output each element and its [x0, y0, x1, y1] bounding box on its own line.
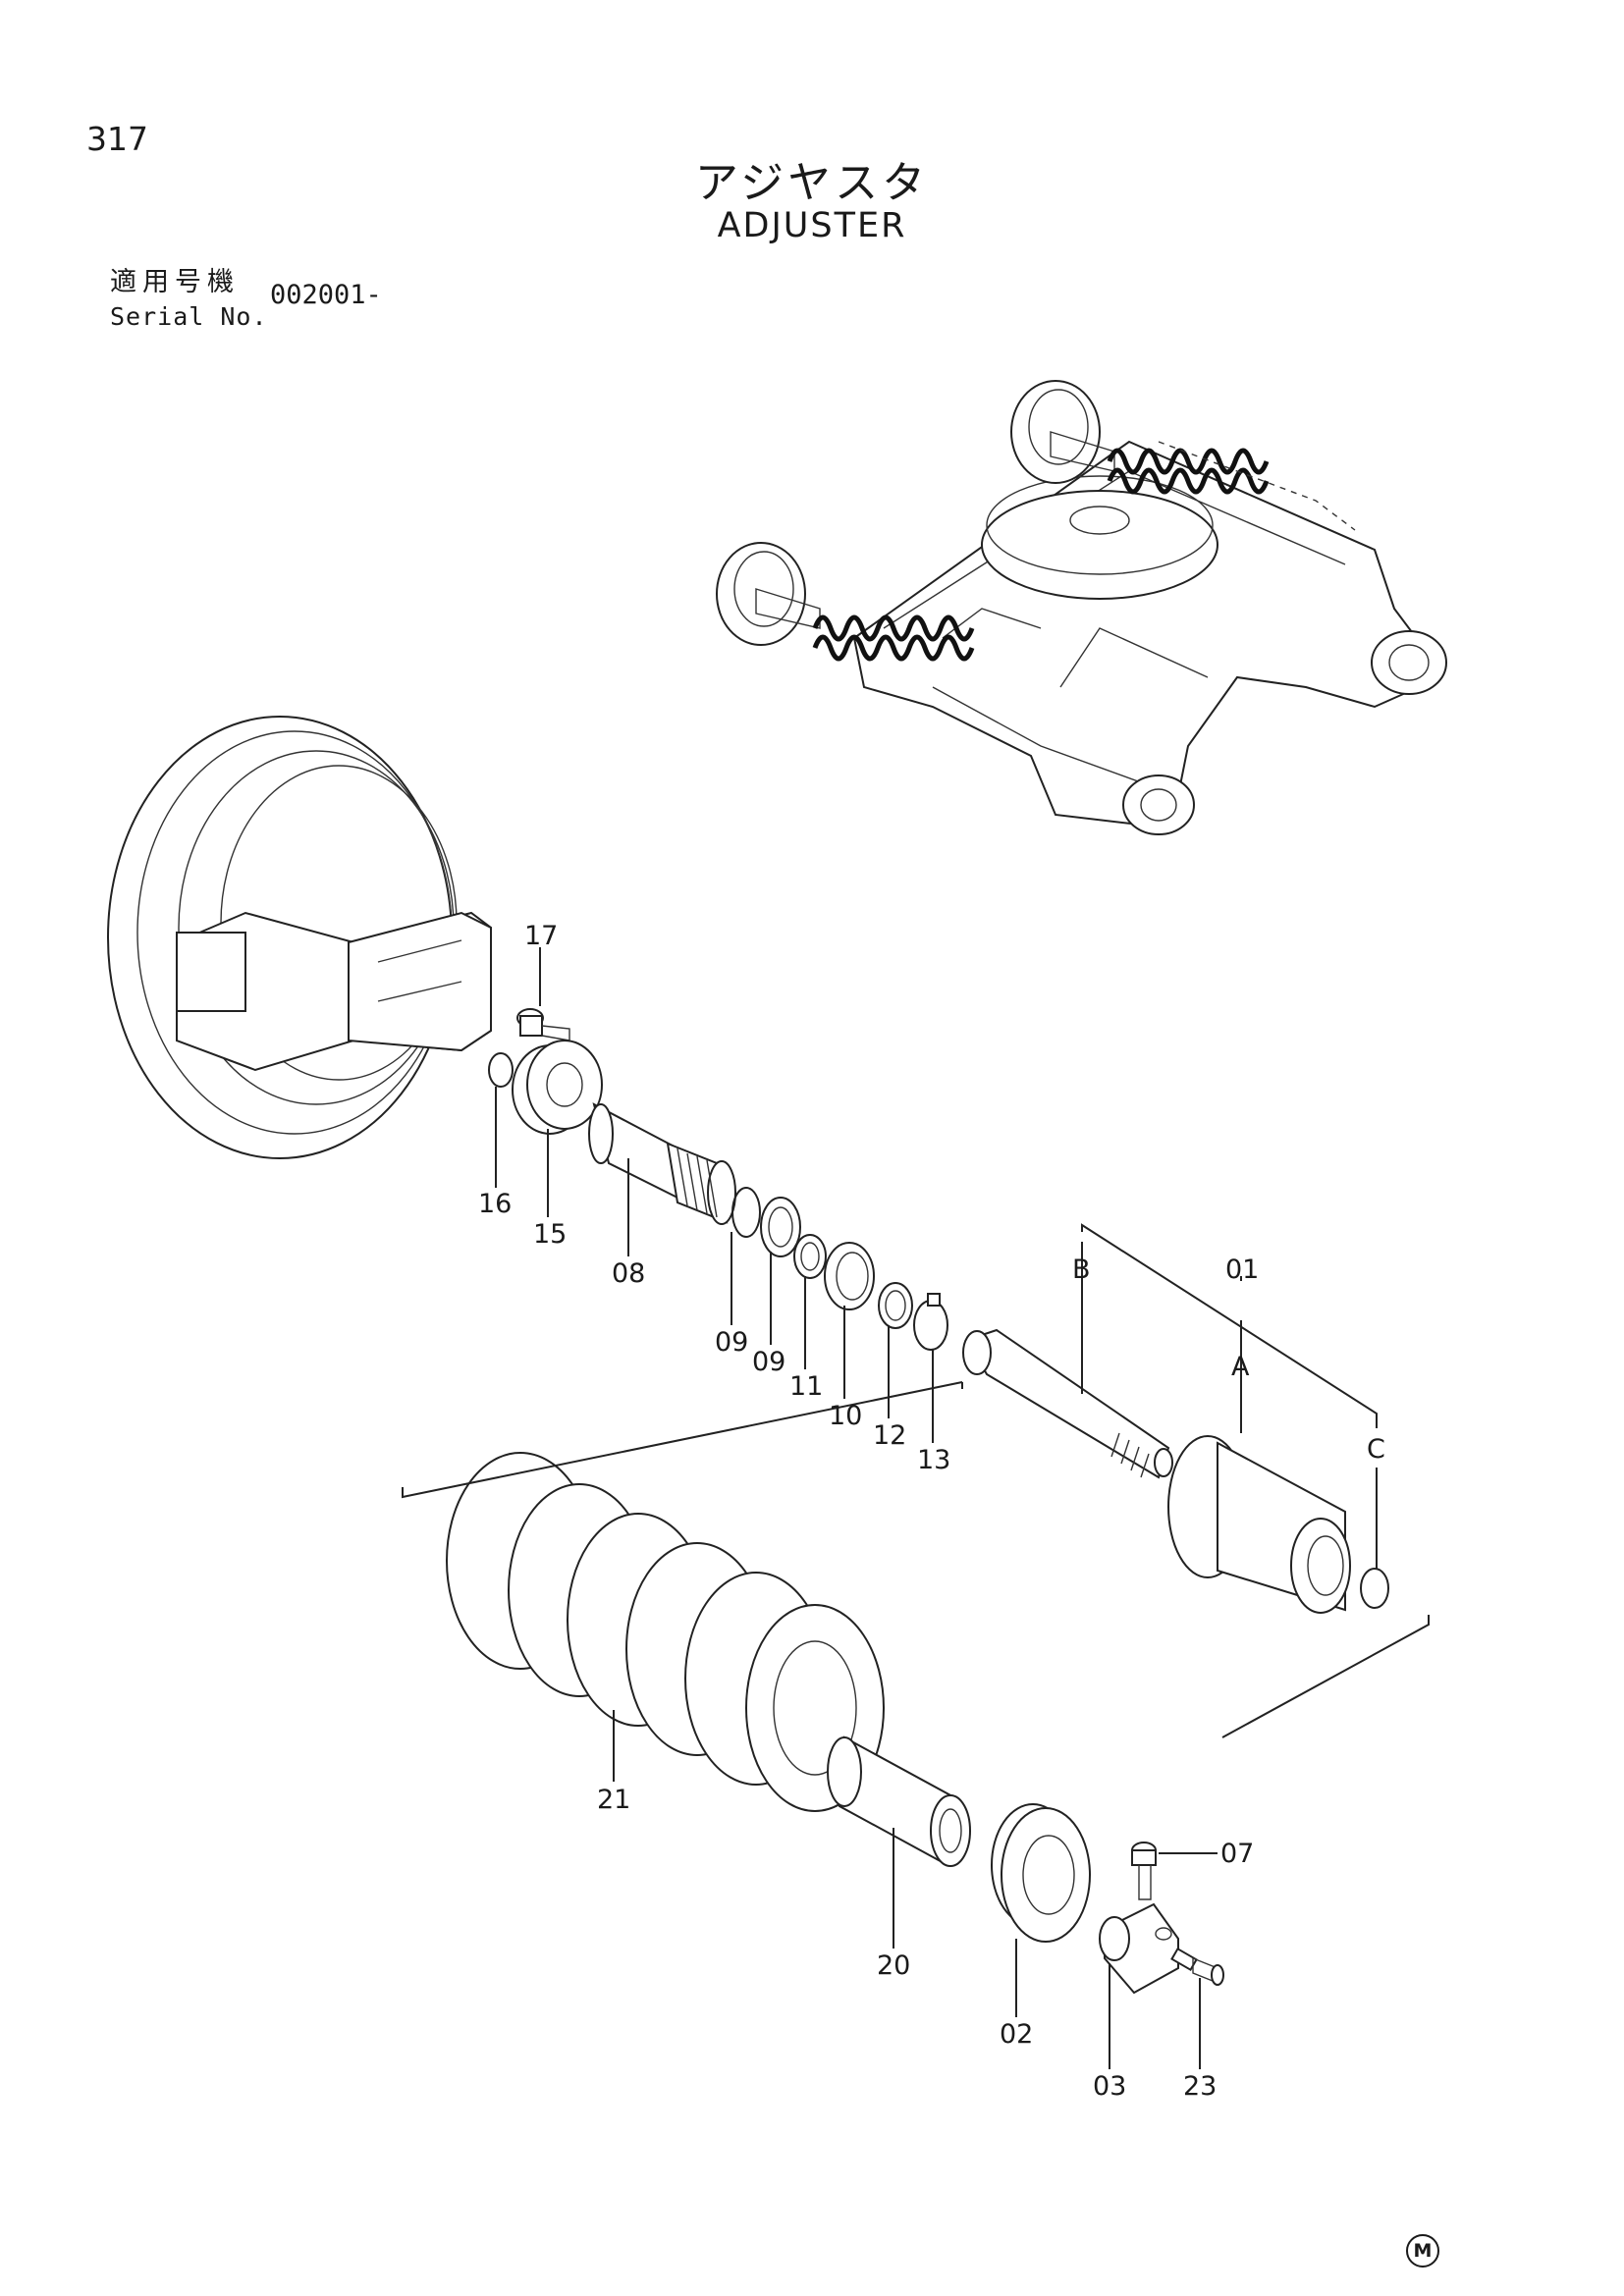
- serial-label-english: Serial No.: [110, 302, 268, 331]
- label-02: 02: [1000, 2019, 1033, 2050]
- idler-wheel-illustration: [107, 716, 492, 1159]
- part-17-bolt: [516, 947, 570, 1041]
- spring-group-bracket-right: [1221, 1615, 1430, 1738]
- serial-label: 適用号機 Serial No.: [110, 260, 268, 331]
- serial-label-japanese: 適用号機: [110, 267, 240, 297]
- part-b-piston-rod: [962, 1242, 1173, 1479]
- label-a: A: [1231, 1352, 1250, 1382]
- label-23: 23: [1183, 2071, 1217, 2102]
- label-10: 10: [829, 1401, 862, 1431]
- part-03-nut: [1099, 1902, 1179, 2069]
- part-08-rod: [588, 1102, 736, 1256]
- label-07: 07: [1220, 1839, 1254, 1869]
- assembly-01-bracket: [1081, 1223, 1378, 1428]
- part-09-ring-a: [731, 1187, 761, 1325]
- label-12: 12: [873, 1420, 906, 1451]
- part-20-spacer: [827, 1735, 971, 1949]
- corner-mark: M: [1406, 2234, 1439, 2268]
- label-13: 13: [917, 1445, 950, 1475]
- part-23-fitting: [1170, 1947, 1224, 2069]
- part-15-flange: [512, 1040, 603, 1217]
- label-17: 17: [524, 921, 558, 951]
- label-16: 16: [478, 1189, 512, 1219]
- part-11-ring: [793, 1234, 827, 1369]
- track-frame-illustration: [716, 380, 1447, 835]
- label-03: 03: [1093, 2071, 1126, 2102]
- label-11: 11: [789, 1371, 823, 1402]
- spring-group-bracket-top: [402, 1381, 963, 1499]
- label-08: 08: [612, 1258, 645, 1289]
- label-09-a: 09: [715, 1327, 748, 1358]
- label-15: 15: [533, 1219, 567, 1250]
- label-c: C: [1367, 1434, 1385, 1465]
- part-13-snap-ring: [913, 1293, 948, 1443]
- serial-number-value: 002001-: [270, 280, 382, 310]
- part-c-o-ring: [1360, 1468, 1389, 1609]
- part-21-spring: [446, 1452, 885, 1812]
- label-b: B: [1072, 1255, 1091, 1285]
- part-09-ring-b: [760, 1197, 801, 1345]
- label-20: 20: [877, 1950, 910, 1981]
- frame-spring-front: [812, 614, 975, 662]
- page-number: 317: [86, 120, 148, 158]
- part-labels: 17 16 15 08 09 09 11 10 12 13 B 01 A C 2…: [478, 921, 1385, 2102]
- title-english: ADJUSTER: [717, 206, 907, 245]
- part-10-seal: [824, 1242, 875, 1399]
- part-16-o-ring: [488, 1052, 514, 1188]
- label-21: 21: [597, 1785, 630, 1815]
- label-01: 01: [1225, 1255, 1259, 1285]
- title-japanese: アジヤスタ: [694, 158, 930, 208]
- part-a-cylinder: [1167, 1320, 1351, 1614]
- part-02-retainer: [991, 1803, 1091, 2017]
- label-09-b: 09: [752, 1347, 785, 1377]
- part-07-bolt: [1131, 1842, 1218, 1900]
- part-12-ring: [878, 1282, 913, 1418]
